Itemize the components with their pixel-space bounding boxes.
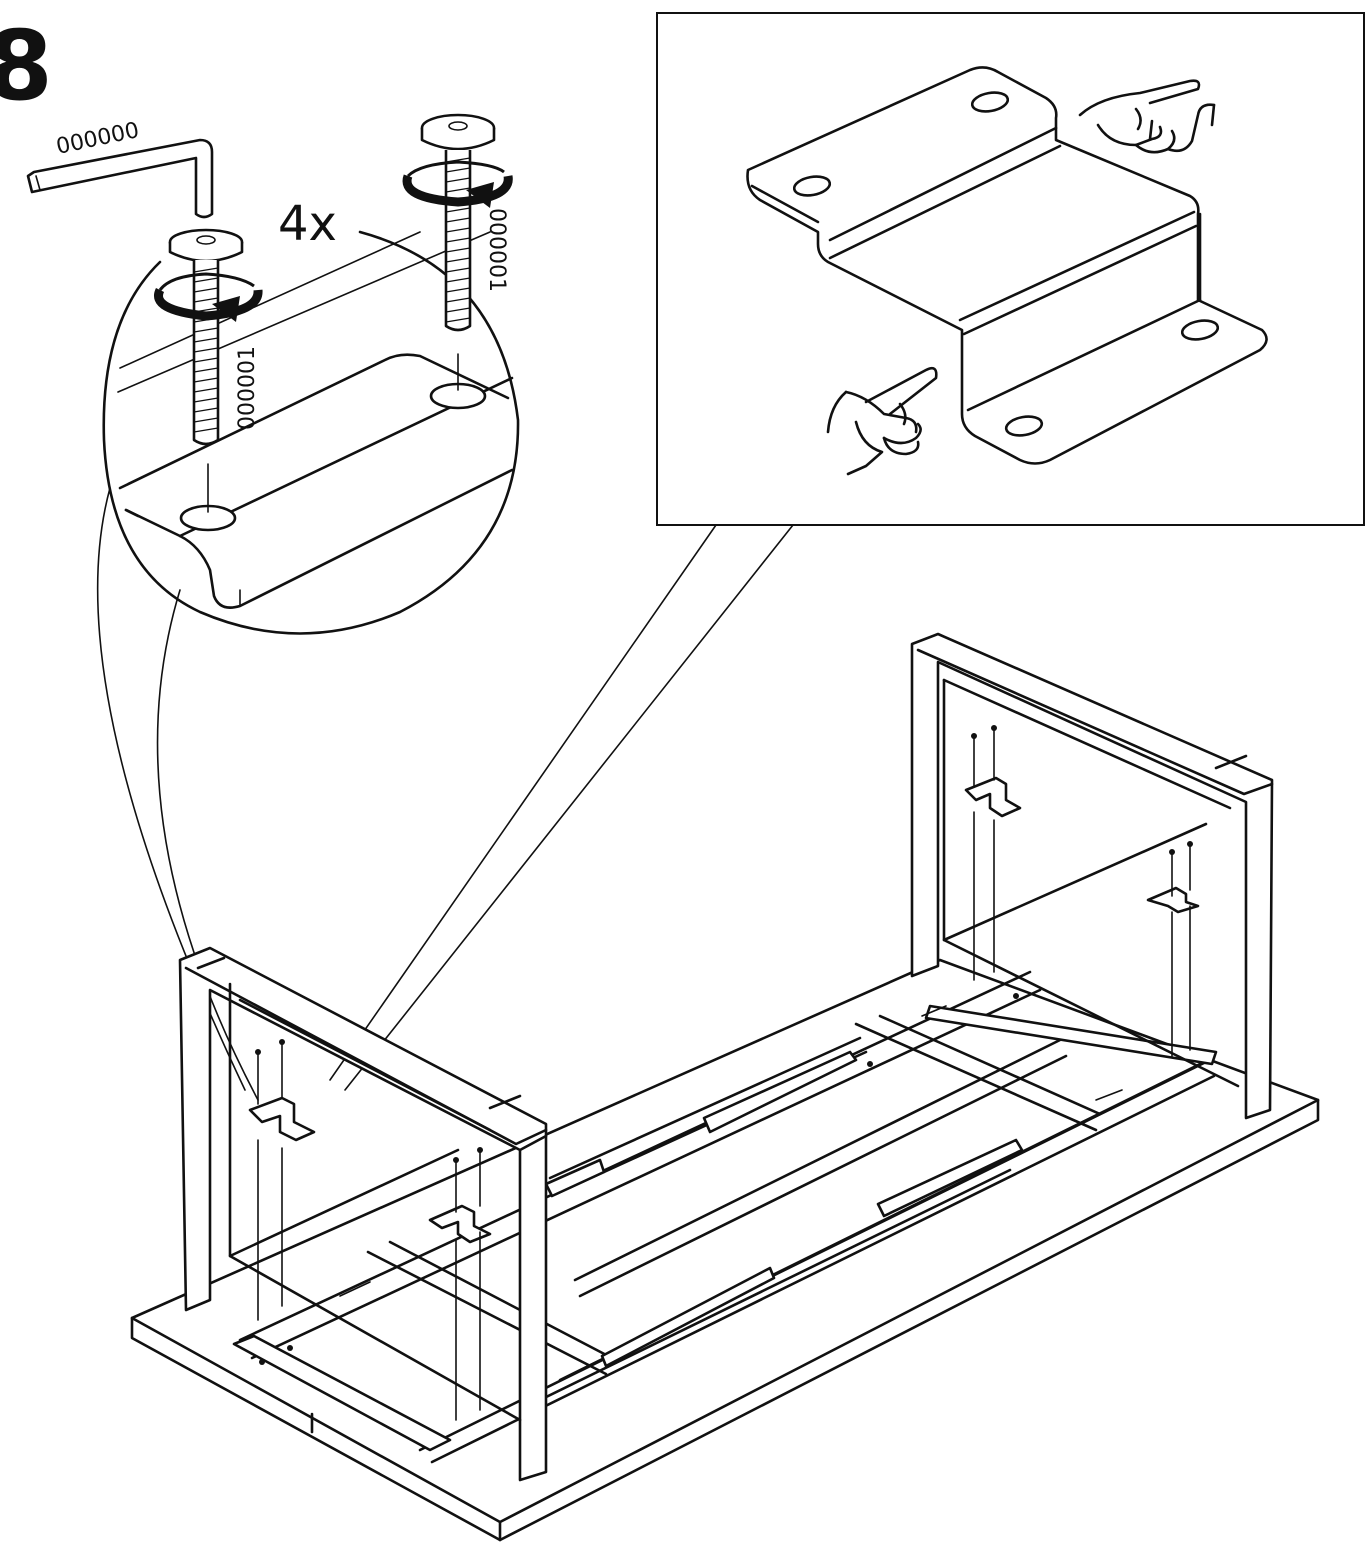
pointing-hand-icon — [1078, 79, 1216, 154]
rail-slots — [259, 993, 1123, 1365]
rotate-arrow-icon — [154, 272, 263, 322]
bolt-icon — [420, 113, 496, 332]
table-frame-icon — [130, 632, 1320, 1542]
bolt-icon — [168, 228, 244, 446]
bolt-icon — [255, 725, 1193, 1421]
bolt-code-left: 000001 — [235, 346, 260, 430]
bolt-detail-callout: 000000 4x 000001 000001 — [26, 113, 520, 1101]
bolt-code-right: 000001 — [484, 208, 509, 292]
bracket-detail-box — [329, 12, 1365, 1091]
rotate-arrow-icon — [402, 160, 513, 208]
step-number: 8 — [0, 10, 53, 122]
quantity-label: 4x — [278, 196, 337, 252]
allen-key-icon — [26, 138, 214, 219]
mounting-bracket-icon — [746, 66, 1268, 465]
pointing-hand-icon — [826, 366, 938, 476]
